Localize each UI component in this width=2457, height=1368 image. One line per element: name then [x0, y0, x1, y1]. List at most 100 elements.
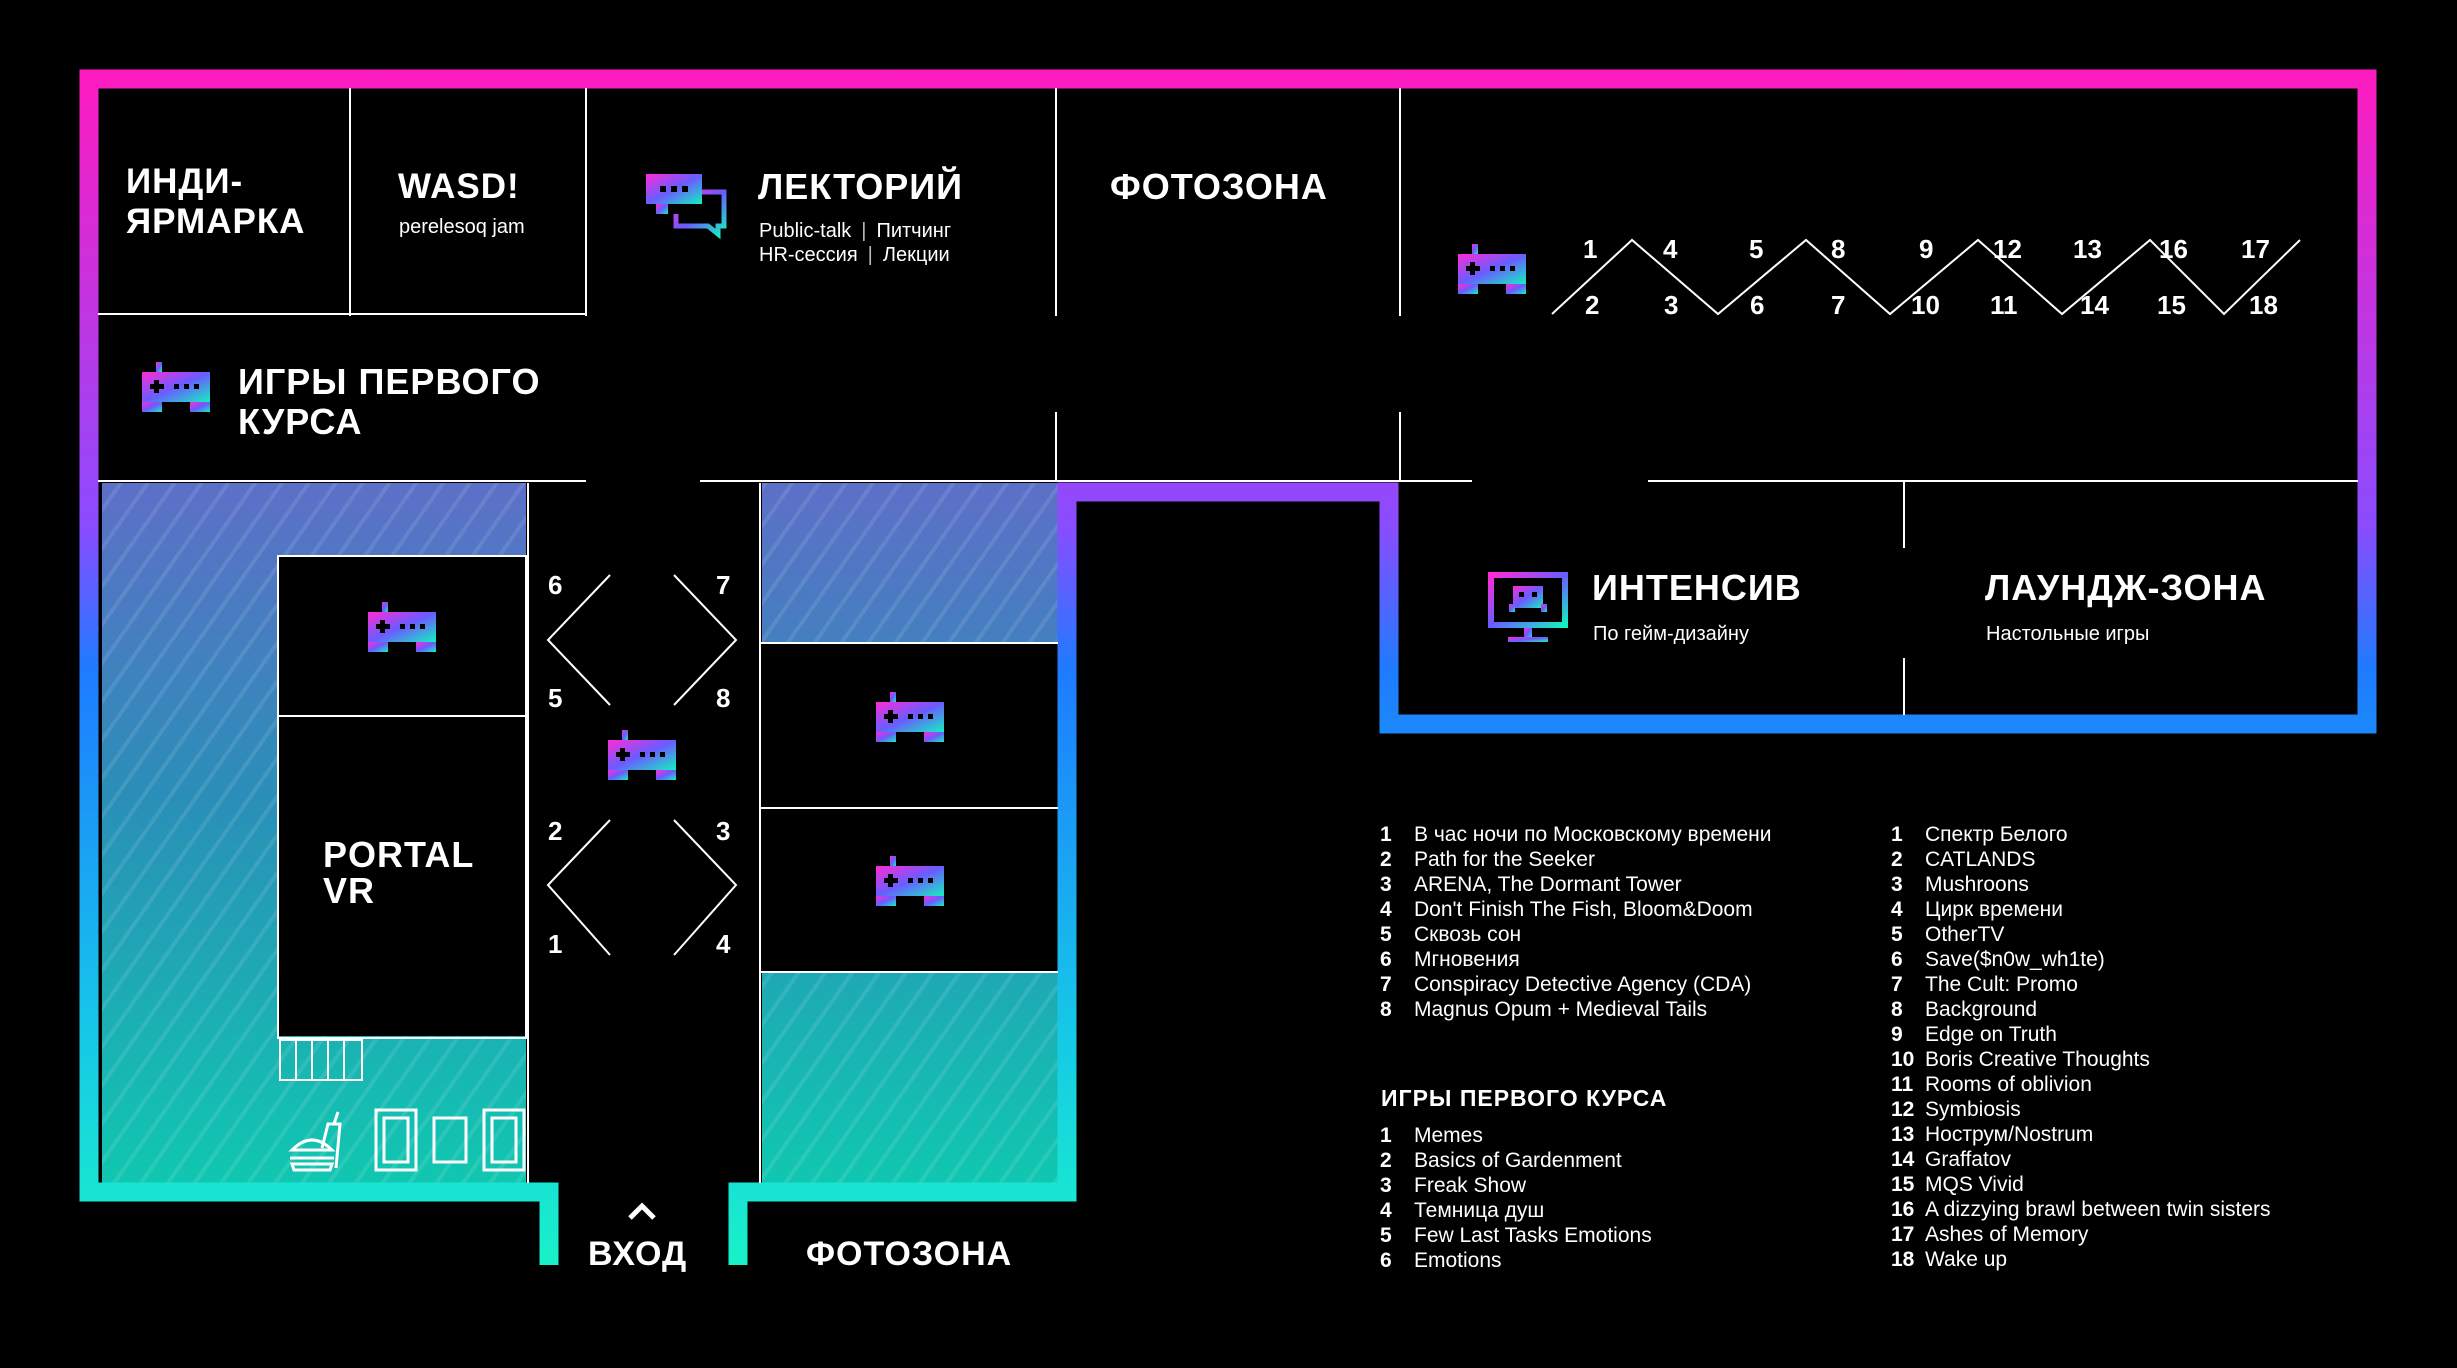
legend-item-title: Boris Creative Thoughts: [1925, 1048, 2150, 1071]
table-number: 12: [1993, 234, 2022, 264]
zone-intensive-title: ИНТЕНСИВ: [1592, 567, 1802, 608]
zone-wasd-sub: perelesoq jam: [399, 216, 525, 238]
legend-item-title: Mushroons: [1925, 873, 2029, 896]
table-number: 8: [1831, 234, 1846, 264]
legend-item-title: Цирк времени: [1925, 898, 2063, 921]
legend-item-title: Сквозь сон: [1414, 923, 1522, 946]
chevron-up-icon: [628, 1202, 656, 1220]
legend-item-title: Background: [1925, 998, 2038, 1021]
legend-item-number: 16: [1891, 1198, 1915, 1221]
legend-item-number: 8: [1891, 998, 1903, 1021]
legend-item: 8 Background: [1891, 997, 2271, 1022]
legend-item: 16 A dizzying brawl between twin sisters: [1891, 1197, 2271, 1222]
legend-item-title: The Cult: Promo: [1925, 973, 2078, 996]
table-number: 13: [2073, 234, 2102, 264]
legend-item-title: Wake up: [1925, 1248, 2008, 1271]
legend-item-number: 4: [1891, 898, 1903, 921]
legend-item-title: Magnus Opum + Medieval Tails: [1414, 998, 1708, 1021]
lectorium-item: Лекции: [882, 244, 950, 266]
table-number: 7: [1831, 290, 1846, 320]
table-number: 17: [2241, 234, 2270, 264]
legend-item-title: Path for the Seeker: [1414, 848, 1595, 871]
legend-item-number: 4: [1380, 1199, 1392, 1222]
legend-item: 14 Graffatov: [1891, 1147, 2271, 1172]
table-number: 9: [1919, 234, 1934, 264]
legend-item: 3 Mushroons: [1891, 872, 2271, 897]
legend-item-number: 6: [1891, 948, 1903, 971]
legend-item-number: 2: [1891, 848, 1903, 871]
table-number: 6: [1750, 290, 1765, 320]
legend-item-title: Rooms of oblivion: [1925, 1073, 2092, 1096]
station-number: 7: [716, 570, 731, 600]
interior-walls: [98, 88, 2358, 1183]
gamepad-icon: [608, 730, 676, 780]
zone-photozone-top: ФОТОЗОНА: [1110, 166, 1328, 207]
legend-item: 11 Rooms of oblivion: [1891, 1072, 2271, 1097]
gamepad-icon: [876, 856, 944, 906]
zone-wasd-title: WASD!: [398, 167, 520, 206]
legend-item-number: 6: [1380, 948, 1392, 971]
food-icon: [288, 1111, 342, 1172]
zone-photozone-bottom: ФОТОЗОНА: [806, 1235, 1013, 1273]
lectorium-item: Питчинг: [876, 220, 952, 242]
station-number: 8: [716, 683, 731, 713]
legend-item-title: В час ночи по Московскому времени: [1414, 823, 1772, 846]
zigzag-tables: [1551, 238, 2301, 316]
legend-item-number: 2: [1380, 1149, 1392, 1172]
legend-item-number: 1: [1380, 1124, 1392, 1147]
legend-item-number: 3: [1891, 873, 1903, 896]
legend-item-number: 4: [1380, 898, 1392, 921]
legend-item-title: Ashes of Memory: [1925, 1223, 2089, 1246]
legend-item-title: Few Last Tasks Emotions: [1414, 1224, 1652, 1247]
legend-item: 2 Basics of Gardenment: [1380, 1148, 1652, 1173]
legend-item: 1 В час ночи по Московскому времени: [1380, 822, 1772, 847]
outer-walls: [79, 69, 2377, 1265]
legend-item-title: Freak Show: [1414, 1174, 1527, 1197]
station-number: 6: [548, 570, 563, 600]
legend-item-number: 14: [1891, 1148, 1915, 1171]
legend-item-title: Basics of Gardenment: [1414, 1149, 1622, 1172]
legend-item-number: 12: [1891, 1098, 1915, 1121]
legend-item-title: A dizzying brawl between twin sisters: [1925, 1198, 2271, 1221]
station-number: 4: [716, 929, 731, 959]
legend-item-title: Graffatov: [1925, 1148, 2011, 1171]
zone-indie-fair: ИНДИ- ЯРМАРКА: [126, 162, 306, 241]
legend-item-title: Нострум/Nostrum: [1925, 1123, 2094, 1146]
zone-lounge-sub: Настольные игры: [1986, 623, 2150, 645]
legend-item-number: 18: [1891, 1248, 1915, 1271]
filled-areas: [102, 483, 1058, 1183]
gamepad-icon: [1458, 244, 1526, 294]
table-number: 14: [2080, 290, 2109, 320]
legend-item-number: 3: [1380, 873, 1392, 896]
legend-item-number: 11: [1891, 1073, 1914, 1096]
legend-item-number: 1: [1380, 823, 1392, 846]
zone-lectorium-title: ЛЕКТОРИЙ: [758, 166, 963, 207]
zone-lounge-title: ЛАУНДЖ-ЗОНА: [1985, 567, 2267, 608]
table-number: 5: [1749, 234, 1764, 264]
legend-item: 10 Boris Creative Thoughts: [1891, 1047, 2271, 1072]
legend-item-title: MQS Vivid: [1925, 1173, 2024, 1196]
table-number: 15: [2157, 290, 2186, 320]
legend-item: 18 Wake up: [1891, 1247, 2271, 1272]
legend-item: 4 Цирк времени: [1891, 897, 2271, 922]
legend-item-number: 10: [1891, 1048, 1915, 1071]
gamepad-icon: [142, 362, 210, 412]
zone-entrance[interactable]: ВХОД: [588, 1235, 688, 1273]
stairs-marks: [279, 1039, 363, 1081]
chat-bubbles-icon: [646, 174, 727, 240]
